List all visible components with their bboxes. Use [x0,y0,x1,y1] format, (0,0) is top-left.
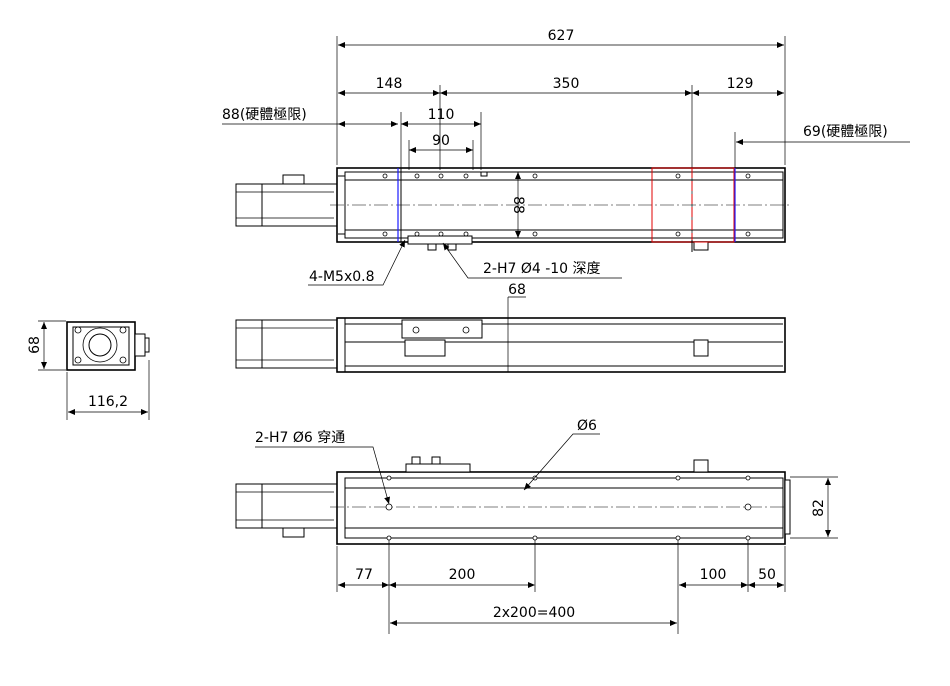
dim-bottom-height: 82 [790,476,838,539]
dim-hard-limit-right: 69(硬體極限) [736,124,910,145]
dim-100-label: 100 [700,567,727,583]
top-view: 627 148 350 129 88(硬體極限) 110 90 [222,28,910,286]
dim-carriage-span: 110 [401,107,481,127]
end-view: 68 116,2 [27,320,150,420]
note-pin-bottom-label: 2-H7 Ø6 穿通 [255,430,345,446]
note-pin-bottom: 2-H7 Ø6 穿通 [255,430,390,505]
dim-77-label: 77 [355,567,373,583]
dim-total-label: 2x200=400 [493,605,575,621]
dim-200-label: 200 [449,567,476,583]
dim-bottom-total: 2x200=400 [390,605,677,626]
bottom-height-label: 82 [811,499,827,517]
dim-seg-right-label: 129 [727,76,754,92]
carriage-inner-label: 90 [432,133,450,149]
side-view: 68 [235,282,786,373]
note-hole-dia: Ø6 [523,418,600,491]
note-pin-top: 2-H7 Ø4 -10 深度 [442,242,622,279]
note-thread: 4-M5x0.8 [308,239,406,286]
dim-total-length: 627 [338,28,784,48]
hard-limit-left-label: 88(硬體極限) [222,107,307,123]
note-thread-label: 4-M5x0.8 [309,269,375,285]
dim-50-label: 50 [758,567,776,583]
dim-bottom-row: 77 200 100 50 [338,567,784,588]
end-height-label: 68 [27,336,43,354]
dim-end-width: 116,2 [66,360,150,420]
dim-carriage-inner: 90 [409,133,473,153]
bottom-view: 2-H7 Ø6 穿通 Ø6 82 77 200 100 50 [235,418,838,634]
end-width-label: 116,2 [88,394,128,410]
note-hole-dia-label: Ø6 [577,418,597,434]
dim-side-height: 68 [508,282,526,298]
side-height-label: 68 [508,282,526,298]
dim-total-length-label: 627 [548,28,575,44]
body-width-label: 88 [510,196,526,214]
note-pin-top-label: 2-H7 Ø4 -10 深度 [483,261,601,277]
dim-hard-limit-left: 88(硬體極限) [222,107,398,127]
dim-seg-mid-label: 350 [553,76,580,92]
dim-body-width: 88 [510,172,526,238]
hard-limit-right-label: 69(硬體極限) [803,124,888,140]
dim-end-height: 68 [27,320,66,371]
dim-seg-left-label: 148 [376,76,403,92]
carriage-span-label: 110 [428,107,455,123]
dim-segments: 148 350 129 [338,76,784,96]
